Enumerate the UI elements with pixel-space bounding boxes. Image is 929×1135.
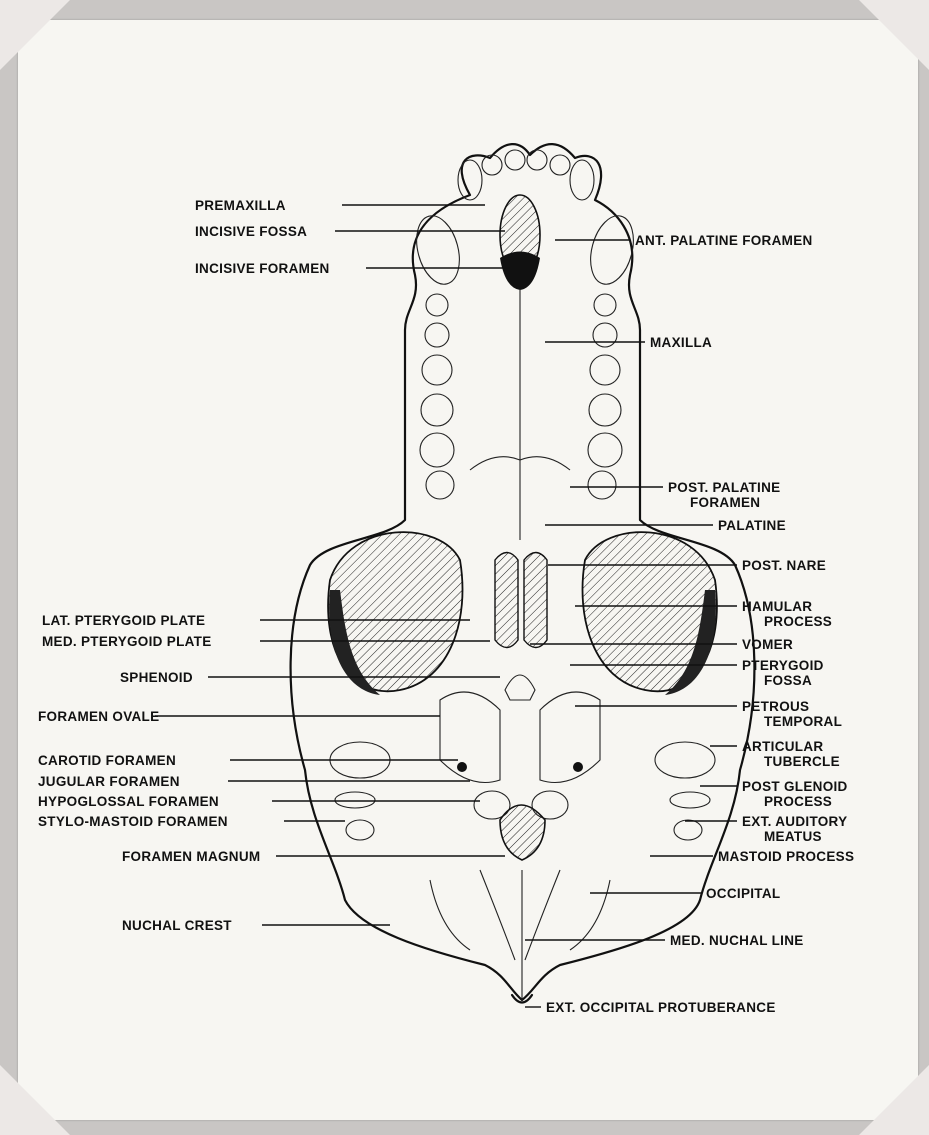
label-occipital: OCCIPITAL	[706, 886, 780, 901]
label-jugular-foramen: JUGULAR FORAMEN	[38, 774, 180, 789]
incisive-foramen-shape	[500, 252, 540, 291]
label-foramen-ovale: FORAMEN OVALE	[38, 709, 159, 724]
label-mastoid-process: MASTOID PROCESS	[718, 849, 854, 864]
carotid-foramen-right	[573, 762, 583, 772]
label-stylo-mastoid-foramen: STYLO-MASTOID FORAMEN	[38, 814, 228, 829]
label-vomer: VOMER	[742, 637, 793, 652]
label-med-pterygoid-plate: MED. PTERYGOID PLATE	[42, 634, 212, 649]
label-hypoglossal-foramen: HYPOGLOSSAL FORAMEN	[38, 794, 219, 809]
molars-right	[588, 294, 622, 499]
label-post-nare: POST. NARE	[742, 558, 826, 573]
label-palatine: PALATINE	[718, 518, 786, 533]
label-foramen-magnum: FORAMEN MAGNUM	[122, 849, 260, 864]
foramen-magnum-shape	[500, 805, 545, 860]
label-carotid-foramen: CAROTID FORAMEN	[38, 753, 176, 768]
label-premaxilla: PREMAXILLA	[195, 198, 286, 213]
carotid-foramen-left	[457, 762, 467, 772]
label-ext-occipital-protuberance: EXT. OCCIPITAL PROTUBERANCE	[546, 1000, 776, 1015]
labels-left: PREMAXILLA INCISIVE FOSSA INCISIVE FORAMEN…	[38, 198, 330, 933]
label-incisive-fossa: INCISIVE FOSSA	[195, 224, 307, 239]
label-med-nuchal-line: MED. NUCHAL LINE	[670, 933, 804, 948]
label-sphenoid: SPHENOID	[120, 670, 193, 685]
molars-left	[420, 294, 454, 499]
vomer-shape	[505, 675, 535, 700]
label-maxilla: MAXILLA	[650, 335, 712, 350]
label-lat-pterygoid-plate: LAT. PTERYGOID PLATE	[42, 613, 205, 628]
post-nare-right	[524, 553, 547, 648]
canine-left	[410, 211, 467, 289]
label-incisive-foramen: INCISIVE FORAMEN	[195, 261, 330, 276]
post-nare-left	[495, 553, 518, 648]
label-nuchal-crest: NUCHAL CREST	[122, 918, 232, 933]
label-ant-palatine-foramen: ANT. PALATINE FORAMEN	[635, 233, 813, 248]
